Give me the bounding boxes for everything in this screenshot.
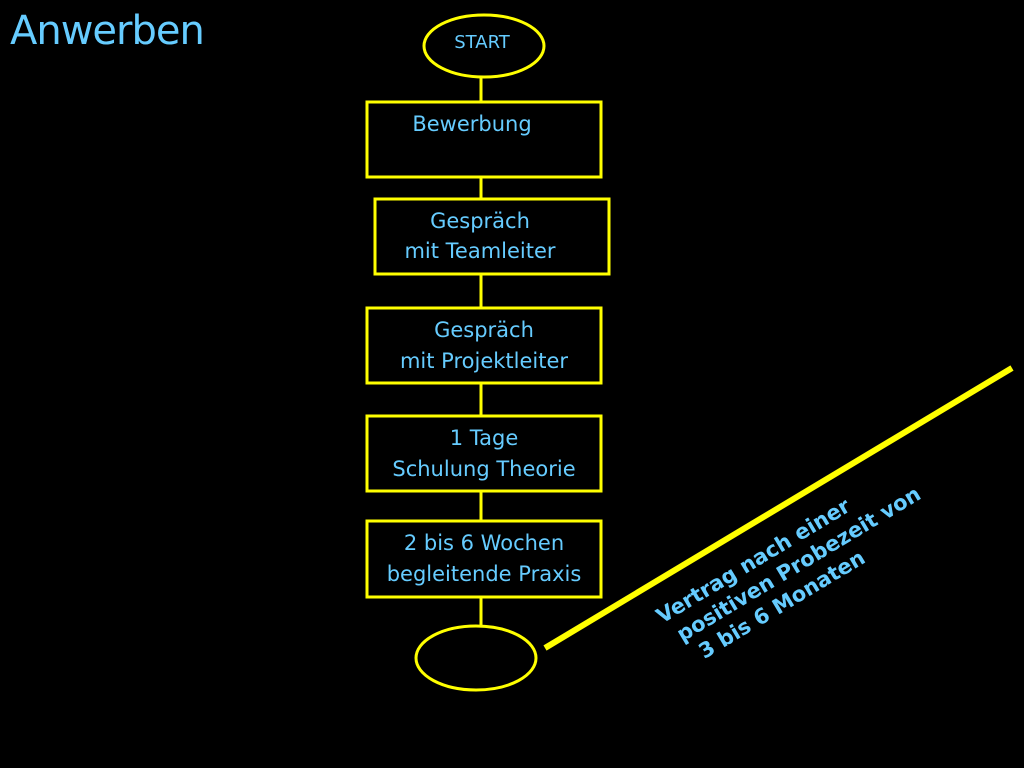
step-label-line2: mit Projektleiter [400,349,568,373]
step-box [373,197,611,276]
step-label-line1: Gespräch [434,318,534,342]
start-ellipse [422,13,546,79]
start-label: START [454,32,511,53]
annotation-note: Vertrag nach einer positiven Probezeit v… [652,482,925,664]
step-box [365,306,603,385]
step-label-line1: Bewerbung [412,112,531,136]
start-node: START [422,13,546,79]
step-label-line2: Schulung Theorie [392,457,575,481]
annotation-line [543,365,1014,651]
step-box [365,414,603,493]
note-line2: positiven Probezeit von [672,482,924,647]
step-label-line2: mit Teamleiter [404,239,555,263]
step-gespraech-projektleiter: Gespräch mit Projektleiter [365,306,603,385]
step-schulung-theorie: 1 Tage Schulung Theorie [365,414,603,493]
step-label-line1: Gespräch [430,209,530,233]
step-label-line1: 1 Tage [450,426,519,450]
step-label-line2: begleitende Praxis [387,562,582,586]
slide-title: Anwerben [10,8,205,54]
step-box [365,519,603,599]
step-gespraech-teamleiter: Gespräch mit Teamleiter [373,197,611,276]
step-bewerbung: Bewerbung [365,100,603,179]
step-box [365,100,603,179]
step-label-line1: 2 bis 6 Wochen [404,531,564,555]
step-begleitende-praxis: 2 bis 6 Wochen begleitende Praxis [365,519,603,599]
end-ellipse [414,624,538,692]
end-node [414,624,538,692]
